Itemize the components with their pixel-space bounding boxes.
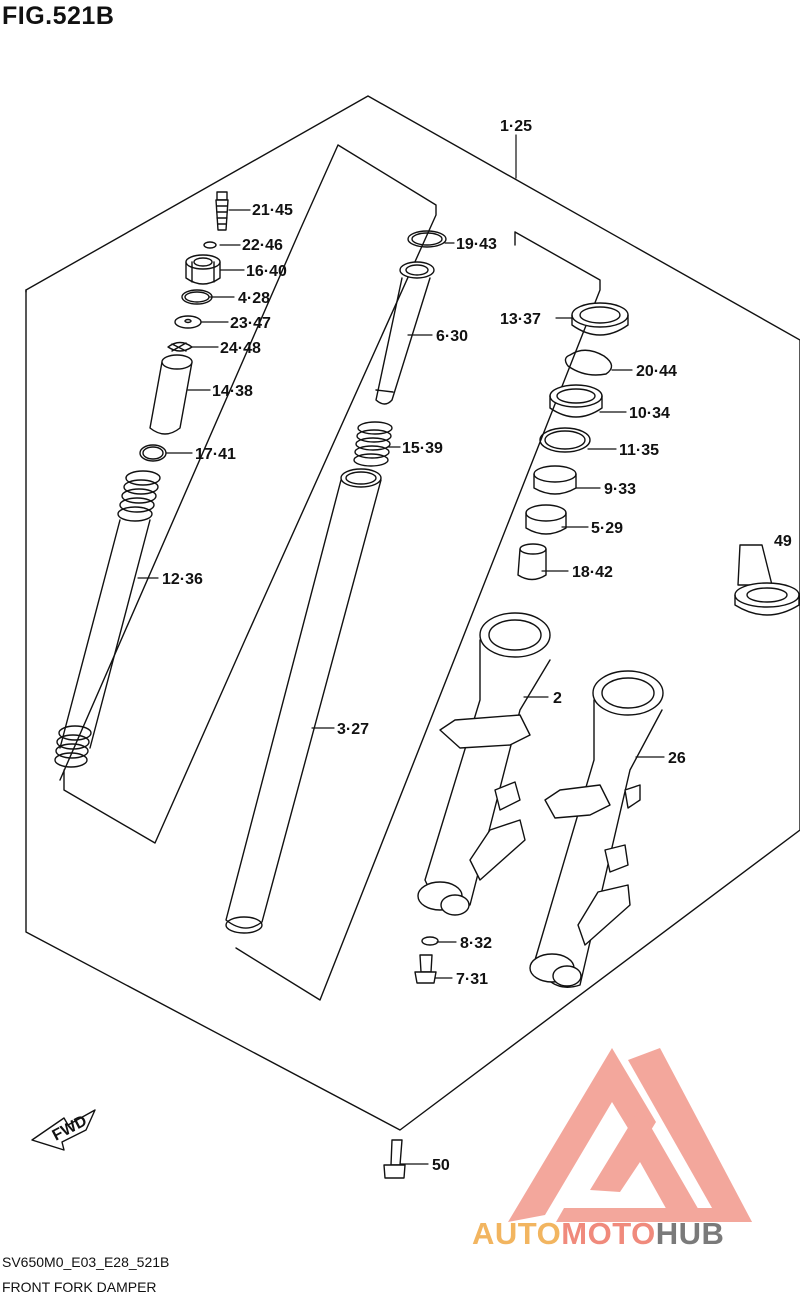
diagram-code: SV650M0_E03_E28_521B	[2, 1254, 170, 1270]
part-24-clip	[167, 341, 193, 352]
callout-11-35: 11·35	[619, 442, 659, 459]
inner-outline-left	[25, 144, 437, 844]
fwd-label: FWD	[50, 1112, 90, 1144]
callout-23-47: 23·47	[230, 315, 271, 332]
callout-4-28: 4·28	[238, 290, 270, 307]
callout-8-32: 8·32	[460, 935, 492, 952]
callout-10-34: 10·34	[629, 405, 670, 422]
part-2-outer-tube	[417, 612, 551, 916]
diagram-caption: FRONT FORK DAMPER	[2, 1279, 157, 1295]
part-9-bushing	[533, 465, 577, 495]
brand-hub: HUB	[655, 1216, 725, 1251]
part-3-inner-tube	[225, 468, 382, 934]
callout-5-29: 5·29	[591, 520, 623, 537]
part-12-spring	[54, 470, 161, 768]
part-5-bushing	[525, 504, 567, 535]
watermark-logo	[508, 1048, 752, 1222]
part-50-bolt	[383, 1139, 406, 1179]
fwd-arrow-icon: FWD	[31, 1109, 96, 1151]
part-6-damper-rod	[375, 261, 435, 405]
callout-13-37: 13·37	[500, 311, 541, 328]
callout-49: 49	[774, 533, 792, 550]
leader-lines	[137, 134, 665, 1165]
part-15-spring	[353, 421, 393, 467]
callout-16-40: 16·40	[246, 263, 287, 280]
callout-17-41: 17·41	[195, 446, 236, 463]
part-20-circlip	[564, 349, 613, 376]
brand-auto: AUTO	[472, 1216, 562, 1251]
callout-50: 50	[432, 1157, 450, 1174]
callout-3-27: 3·27	[337, 721, 369, 738]
part-11-washer	[539, 427, 591, 453]
part-13-seal	[571, 302, 629, 336]
part-17-ring	[139, 444, 167, 462]
part-22-o-ring	[203, 241, 217, 249]
part-4-o-ring	[181, 289, 213, 305]
part-49-guard	[734, 544, 800, 616]
inner-outline-right	[235, 231, 601, 1001]
callout-1-25: 1·25	[500, 118, 532, 135]
callout-labels: 1·25 21·45 22·46 16·40 4·28 23·47 24·48 …	[162, 118, 792, 1174]
watermark-brand: AUTOMOTOHUB	[472, 1216, 724, 1252]
callout-20-44: 20·44	[636, 363, 677, 380]
callout-12-36: 12·36	[162, 571, 203, 588]
brand-moto: MOTO	[561, 1216, 656, 1251]
part-10-dust-seal	[549, 384, 603, 418]
callout-7-31: 7·31	[456, 971, 488, 988]
callout-2: 2	[553, 690, 562, 707]
part-14-spacer	[149, 354, 193, 435]
figure-title: FIG.521B	[2, 2, 115, 30]
callout-14-38: 14·38	[212, 383, 253, 400]
callout-22-46: 22·46	[242, 237, 283, 254]
callout-18-42: 18·42	[572, 564, 613, 581]
callout-26: 26	[668, 750, 686, 767]
callout-6-30: 6·30	[436, 328, 468, 345]
callout-15-39: 15·39	[402, 440, 443, 457]
assembly-outline	[25, 95, 800, 1131]
part-16-cap-bolt	[185, 254, 221, 285]
part-7-bolt	[414, 954, 437, 984]
part-18-oil-lock	[517, 543, 547, 581]
callout-24-48: 24·48	[220, 340, 261, 357]
callout-19-43: 19·43	[456, 236, 497, 253]
part-26-outer-tube	[529, 670, 664, 988]
part-8-washer	[421, 936, 439, 946]
callout-9-33: 9·33	[604, 481, 636, 498]
callout-21-45: 21·45	[252, 202, 293, 219]
part-21-adjuster-rod	[215, 191, 229, 231]
part-19-ring	[407, 230, 447, 248]
